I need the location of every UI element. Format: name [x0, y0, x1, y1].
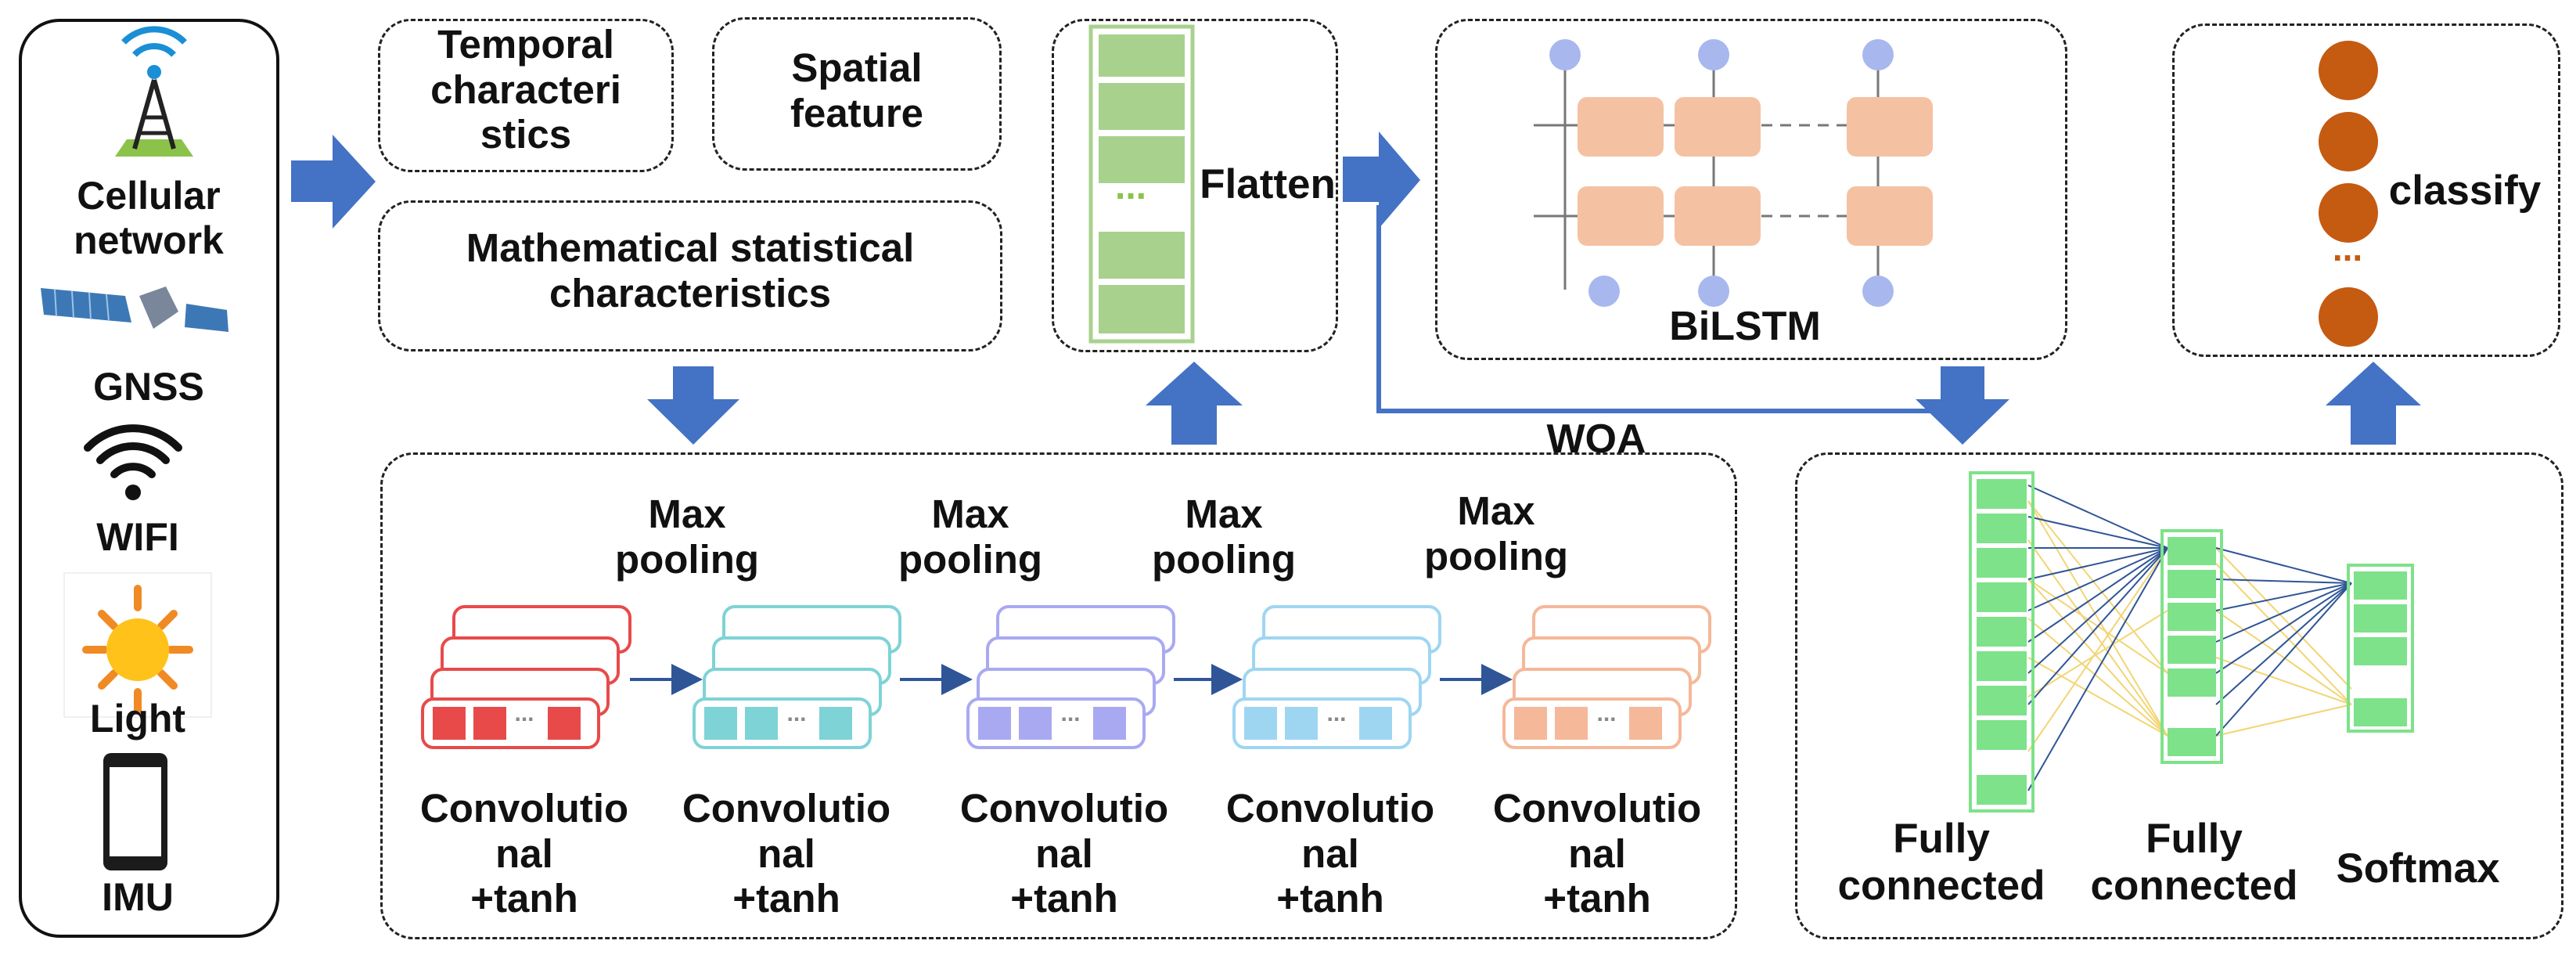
flatten-column — [1088, 24, 1195, 344]
fc2-ellipsis: ... — [2182, 692, 2202, 718]
sensor-label-gnss: GNSS — [93, 365, 204, 409]
fc1-label: Fully connected — [1837, 816, 2045, 909]
fc-box — [1795, 452, 2563, 939]
math-stats-label: Mathematical statistical characteristics — [466, 225, 915, 315]
stack-ellipsis-2: ... — [786, 701, 807, 726]
conv-label-4: Convolutio nal +tanh — [1225, 786, 1435, 921]
sensor-label-cellular: Cellular network — [74, 174, 224, 262]
wifi-icon — [84, 424, 182, 500]
stack-ellipsis-5: ... — [1596, 701, 1617, 726]
conv-label-3: Convolutio nal +tanh — [959, 786, 1169, 921]
woa-connector-line — [1376, 205, 1941, 413]
arrow-features-down-to-cnn — [647, 366, 739, 445]
cnn-box — [380, 452, 1737, 939]
sensor-label-imu: IMU — [102, 875, 174, 919]
pool-label-4: Max pooling — [1423, 488, 1569, 578]
conv-stack-1 — [421, 605, 631, 749]
spatial-box — [712, 17, 1002, 171]
stack-ellipsis-4: ... — [1326, 701, 1347, 726]
cell-tower-icon — [115, 26, 193, 157]
woa-label: WOA — [1546, 416, 1646, 462]
conv-label-5: Convolutio nal +tanh — [1492, 786, 1702, 921]
conv-stack-4 — [1232, 605, 1441, 749]
sensor-label-light: Light — [89, 697, 186, 741]
classify-nodes — [2319, 41, 2378, 347]
temporal-box — [378, 19, 674, 172]
stack-ellipsis-1: ... — [514, 701, 534, 726]
temporal-label: Temporal characteri stics — [430, 22, 621, 157]
fc2-label: Fully connected — [2090, 816, 2298, 909]
conv-label-1: Convolutio nal +tanh — [419, 786, 629, 921]
bilstm-label: BiLSTM — [1669, 304, 1821, 349]
cnn-stacks — [421, 605, 1711, 749]
arrow-sensors-to-features — [291, 135, 376, 229]
fc1-ellipsis: ... — [1991, 741, 2011, 766]
arrow-flatten-to-bilstm — [1343, 132, 1420, 229]
sensors-panel — [19, 19, 279, 938]
satellite-icon — [41, 286, 228, 332]
softmax-ellipsis: ... — [2369, 661, 2390, 687]
spatial-label: Spatial feature — [790, 45, 924, 135]
arrow-fc-up-to-classify — [2326, 362, 2421, 445]
arrow-bilstm-down-to-fc — [1916, 366, 2009, 445]
classify-box — [2172, 23, 2560, 357]
flatten-ellipsis: ... — [1114, 166, 1146, 207]
arrow-cnn-up-to-flatten — [1146, 362, 1243, 445]
conv-label-2: Convolutio nal +tanh — [682, 786, 891, 921]
classify-label: classify — [2388, 168, 2542, 214]
flatten-label: Flatten — [1200, 161, 1336, 207]
smartphone-icon — [103, 753, 167, 870]
sun-icon — [63, 572, 212, 718]
bilstm-box — [1435, 19, 2067, 360]
math-stats-box — [378, 200, 1002, 351]
flatten-box — [1052, 19, 1338, 352]
bilstm-diagram — [1534, 39, 1933, 307]
classify-ellipsis: ... — [2332, 228, 2363, 268]
fc-network — [1969, 471, 2414, 813]
stack-ellipsis-3: ... — [1060, 701, 1081, 726]
conv-stack-5 — [1502, 605, 1711, 749]
pool-label-2: Max pooling — [898, 492, 1043, 582]
pool-label-1: Max pooling — [614, 492, 760, 582]
softmax-label: Softmax — [2336, 845, 2500, 892]
conv-stack-2 — [693, 605, 901, 749]
pool-label-3: Max pooling — [1151, 492, 1297, 582]
conv-stack-3 — [966, 605, 1175, 749]
sensor-label-wifi: WIFI — [96, 515, 179, 559]
